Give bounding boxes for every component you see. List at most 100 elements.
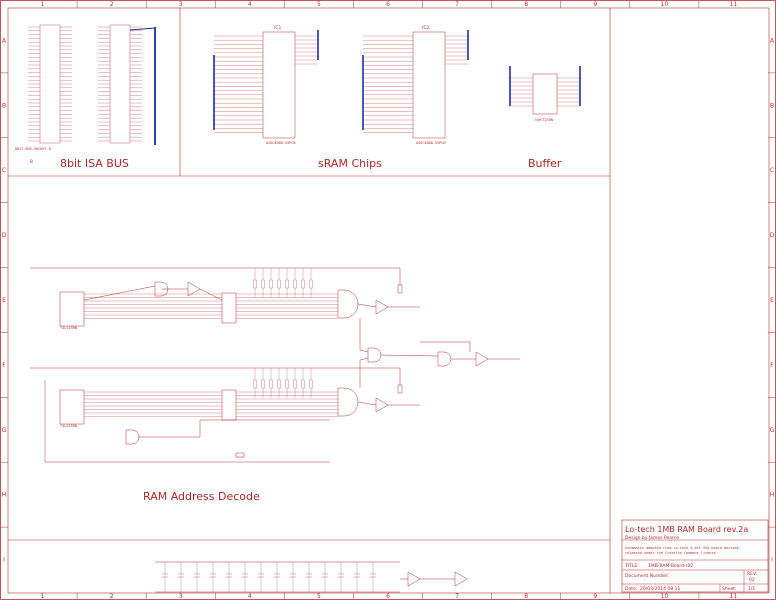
decoder-1-part: 74LS138N bbox=[60, 326, 77, 330]
title-block-license-1: Schematic adapted from lo-tech 8-bit ISA… bbox=[625, 546, 741, 550]
spare-inverter-1 bbox=[407, 571, 421, 587]
column-label: 8 bbox=[524, 593, 528, 600]
buffer-part: 74HCT245N bbox=[534, 118, 553, 122]
column-label: 6 bbox=[386, 593, 390, 600]
date-label: Date: bbox=[625, 586, 637, 592]
buffer-section: 74HCT245N Buffer bbox=[509, 66, 581, 170]
column-label: 8 bbox=[524, 1, 528, 8]
jumper-symbol: 8 bbox=[30, 159, 33, 165]
row-label: C bbox=[2, 167, 6, 174]
inverter-4 bbox=[475, 351, 489, 367]
column-label: 7 bbox=[455, 593, 459, 600]
column-label: 3 bbox=[179, 593, 183, 600]
ic2-body bbox=[412, 31, 446, 139]
ic2-label: IC2 bbox=[422, 25, 429, 31]
ic2-part: AS6C4008-55PCN bbox=[416, 141, 446, 145]
row-label: H bbox=[770, 492, 775, 499]
section-dividers bbox=[8, 8, 611, 593]
sheet-value: 1/1 bbox=[748, 586, 755, 592]
ic1-body bbox=[262, 31, 296, 139]
column-label: 11 bbox=[730, 1, 738, 8]
column-label: 1 bbox=[41, 593, 45, 600]
and-gate-4 bbox=[125, 429, 140, 445]
isa-connector-part: 8BIT-BUS-SOCKET-8 bbox=[15, 147, 51, 151]
column-label: 2 bbox=[110, 1, 114, 8]
title-value: 1MB-RAM-Board-r02 bbox=[648, 563, 693, 569]
title-block: Lo-tech 1MB RAM Board rev.2a Design by J… bbox=[621, 519, 769, 593]
row-label: D bbox=[770, 232, 775, 239]
title-block-designer: Design by James Pearce bbox=[625, 535, 679, 541]
column-label: 10 bbox=[661, 593, 669, 600]
row-label: D bbox=[2, 232, 7, 239]
dip-switch-2 bbox=[221, 389, 237, 421]
column-label: 6 bbox=[386, 1, 390, 8]
column-label: 3 bbox=[179, 1, 183, 8]
nand-gate-2 bbox=[337, 387, 359, 417]
buffer-pins bbox=[510, 77, 580, 107]
decode-title: RAM Address Decode bbox=[143, 490, 260, 503]
column-label: 7 bbox=[455, 1, 459, 8]
column-label: 9 bbox=[593, 1, 597, 8]
isa-connector-b bbox=[109, 24, 131, 144]
and-gate-1 bbox=[154, 281, 169, 297]
decoder-2-part: 74LS138N bbox=[60, 424, 77, 428]
and-gate-3 bbox=[437, 351, 452, 367]
row-label: F bbox=[770, 362, 774, 369]
row-label: B bbox=[2, 102, 6, 109]
row-label: I bbox=[3, 557, 5, 564]
title-block-license-2: released under the Creative Commons lice… bbox=[625, 551, 718, 555]
isa-bus-title: 8bit ISA BUS bbox=[60, 157, 129, 170]
inverter-2 bbox=[375, 299, 389, 315]
row-label: C bbox=[770, 167, 774, 174]
title-block-title: Lo-tech 1MB RAM Board rev.2a bbox=[625, 525, 748, 534]
buffer-title: Buffer bbox=[528, 157, 562, 170]
dip-switch-1 bbox=[221, 292, 237, 324]
date-value: 20/03/2014 08:11 bbox=[640, 586, 680, 592]
row-label: E bbox=[2, 297, 6, 304]
sram-pins bbox=[214, 35, 468, 133]
row-label: A bbox=[770, 37, 775, 44]
rev-value: 02 bbox=[749, 577, 755, 583]
column-label: 9 bbox=[593, 593, 597, 600]
row-label: I bbox=[771, 557, 773, 564]
power-section bbox=[155, 561, 468, 593]
row-label: G bbox=[770, 427, 775, 434]
column-label: 4 bbox=[248, 1, 252, 8]
decoder-2 bbox=[59, 389, 85, 425]
row-label: G bbox=[2, 427, 7, 434]
sram-section: IC1 AS6C4008-55PCN IC2 AS6C4008-55PCN sR… bbox=[213, 25, 469, 170]
row-label: A bbox=[2, 37, 7, 44]
row-label: E bbox=[770, 297, 774, 304]
rev-label: REV: bbox=[747, 571, 757, 577]
column-label: 4 bbox=[248, 593, 252, 600]
row-label: H bbox=[2, 492, 7, 499]
ic1-part: AS6C4008-55PCN bbox=[266, 141, 296, 145]
column-label: 1 bbox=[41, 1, 45, 8]
isa-bus-section: 8BIT-BUS-SOCKET-8 8 8bit ISA BUS bbox=[15, 24, 156, 170]
sram-title: sRAM Chips bbox=[318, 157, 382, 170]
ic1-label: IC1 bbox=[274, 25, 281, 31]
row-label: F bbox=[2, 362, 6, 369]
title-label: TITLE: bbox=[624, 563, 639, 569]
column-label: 2 bbox=[110, 593, 114, 600]
row-label: B bbox=[770, 102, 774, 109]
spare-inverter-2 bbox=[454, 571, 468, 587]
column-label: 10 bbox=[661, 1, 669, 8]
isa-connector-pins bbox=[28, 26, 142, 142]
row-labels: A A B B C C D D E E F F G G H H I I bbox=[0, 37, 776, 564]
inverter-3 bbox=[375, 397, 389, 413]
column-label: 11 bbox=[730, 593, 738, 600]
decoder-1 bbox=[59, 291, 85, 327]
and-gate-2 bbox=[367, 347, 382, 363]
nand-gate-1 bbox=[337, 289, 359, 319]
buffer-body bbox=[532, 73, 558, 115]
column-label: 5 bbox=[317, 1, 321, 8]
document-number-label: Document Number: bbox=[625, 573, 669, 579]
isa-connector-a bbox=[39, 24, 61, 144]
decode-section bbox=[30, 267, 520, 463]
sheet-label: Sheet: bbox=[722, 586, 737, 592]
column-label: 5 bbox=[317, 593, 321, 600]
